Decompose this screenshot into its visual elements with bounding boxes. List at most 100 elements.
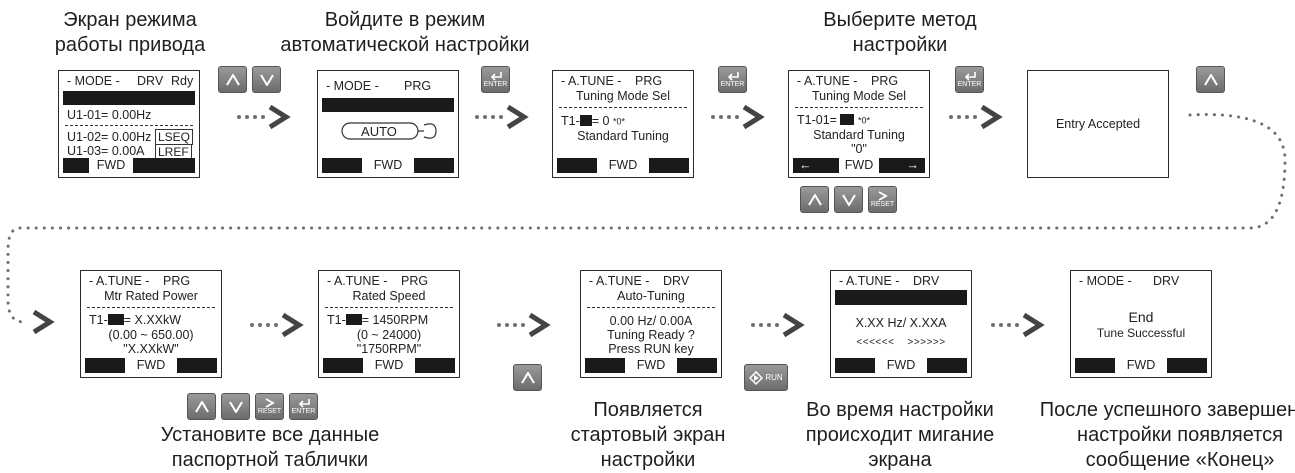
- lcd-divider: [325, 307, 453, 308]
- tune-successful-text: Tune Successful: [1096, 326, 1186, 340]
- up-key[interactable]: [187, 393, 216, 420]
- lcd-footer: FWD: [323, 358, 455, 373]
- down-key[interactable]: [834, 186, 863, 213]
- flow-arrow-icon: [949, 104, 1003, 130]
- lcd-footer: FWD: [85, 358, 217, 373]
- caption-line: Установите все данные: [160, 424, 380, 446]
- enter-key[interactable]: ENTER: [955, 66, 984, 93]
- caption-line: происходит мигание: [805, 424, 995, 446]
- caption-line: Войдите в режим: [324, 9, 486, 31]
- lcd-status: DRV: [663, 274, 690, 288]
- lcd-title: - A.TUNE -: [839, 274, 900, 288]
- enter-key[interactable]: ENTER: [718, 66, 747, 93]
- up-key[interactable]: [1196, 66, 1225, 93]
- caption-line: стартовый экран: [570, 424, 726, 446]
- end-text: End: [1128, 309, 1154, 325]
- caption-line: После успешного завершения: [1039, 399, 1295, 421]
- lcd-status: PRG: [163, 274, 191, 288]
- lcd-prg-mode: - MODE - PRG AUTO FWD: [317, 70, 459, 178]
- caption-line: Экран режима: [63, 9, 197, 31]
- up-key[interactable]: [800, 186, 829, 213]
- caption-drive-mode: Экран режима работы привода: [40, 8, 220, 58]
- lcd-status-ready: Rdy: [171, 74, 194, 88]
- lcd-status: DRV: [137, 74, 164, 88]
- run-icon: [749, 370, 764, 385]
- lcd-default: "1750RPM": [356, 342, 422, 356]
- up-arrow-icon: [807, 193, 822, 206]
- lcd-divider: [87, 307, 215, 308]
- lcd-footer: FWD: [557, 158, 689, 173]
- up-key[interactable]: [218, 66, 247, 93]
- lcd-line: U1-03= 0.00A: [67, 144, 145, 158]
- param-cursor: [579, 115, 592, 126]
- lcd-range: (0 ~ 24000): [356, 328, 422, 342]
- lcd-footer: FWD: [322, 158, 454, 173]
- caption-select-method: Выберите метод настройки: [780, 8, 1020, 58]
- lcd-title: - A.TUNE -: [561, 74, 622, 88]
- param-code: T1-: [561, 114, 580, 128]
- param-cursor: [107, 314, 124, 325]
- run-key[interactable]: RUN: [744, 364, 788, 391]
- enter-key[interactable]: ENTER: [481, 66, 510, 93]
- down-key[interactable]: [221, 393, 250, 420]
- lcd-line: Press RUN key: [608, 342, 694, 356]
- left-arrow-icon: ←: [799, 158, 812, 172]
- caption-end-message: После успешного завершения настройки поя…: [1020, 398, 1295, 473]
- auto-label: AUTO: [361, 124, 397, 139]
- caption-line: настройки: [600, 449, 696, 471]
- lcd-value-code: "0": [851, 142, 867, 156]
- lcd-status: PRG: [404, 79, 432, 93]
- lcd-motor-rated-power: - A.TUNE - PRG Mtr Rated Power T1-= X.XX…: [80, 270, 222, 378]
- lcd-drive-mode: - MODE - DRV Rdy U1-01= 0.00Hz U1-02= 0.…: [58, 70, 200, 178]
- lcd-tuning-mode-edit: - A.TUNE - PRG Tuning Mode Sel T1-01= *0…: [788, 70, 930, 178]
- up-key[interactable]: [513, 364, 542, 391]
- enter-icon: [727, 72, 739, 81]
- lcd-divider: [65, 125, 193, 126]
- lcd-footer: FWD: [585, 358, 717, 373]
- reset-key[interactable]: RESET: [868, 186, 897, 213]
- lcd-title: - MODE -: [67, 74, 120, 88]
- lcd-subtitle: Rated Speed: [352, 289, 426, 303]
- caption-line: автоматической настройки: [280, 34, 530, 56]
- up-arrow-icon: [225, 73, 240, 86]
- caption-line: Появляется: [593, 399, 703, 421]
- lcd-line: Tuning Ready ?: [607, 328, 695, 342]
- caption-line: работы привода: [54, 34, 206, 56]
- lcd-subtitle: Mtr Rated Power: [104, 289, 198, 303]
- lcd-inverted-bar: [63, 91, 195, 105]
- lcd-divider: [795, 107, 923, 108]
- reset-key[interactable]: RESET: [255, 393, 284, 420]
- flow-arrow-icon: [497, 312, 551, 338]
- enter-icon: [298, 399, 310, 408]
- down-key[interactable]: [252, 66, 281, 93]
- default-flag: *0*: [612, 116, 625, 127]
- lcd-title: - A.TUNE -: [797, 74, 858, 88]
- caption-line: Выберите метод: [823, 9, 977, 31]
- down-arrow-icon: [259, 73, 274, 86]
- flow-arrow-icon: [250, 312, 304, 338]
- entry-accepted-text: Entry Accepted: [1055, 117, 1141, 131]
- lcd-line: 0.00 Hz/ 0.00A: [609, 314, 693, 328]
- default-flag: *0*: [857, 115, 870, 126]
- lcd-rated-speed: - A.TUNE - PRG Rated Speed T1-= 1450RPM …: [318, 270, 460, 378]
- param-code: T1-01=: [797, 113, 837, 127]
- down-arrow-icon: [228, 400, 243, 413]
- caption-set-nameplate: Установите все данные паспортной табличк…: [120, 423, 420, 473]
- enter-icon: [490, 72, 502, 81]
- lcd-title: - A.TUNE -: [89, 274, 150, 288]
- enter-icon: [964, 72, 976, 81]
- lcd-footer: FWD: [835, 358, 967, 373]
- lcd-auto-tuning-ready: - A.TUNE - DRV Auto-Tuning 0.00 Hz/ 0.00…: [580, 270, 722, 378]
- caption-line: паспортной таблички: [171, 449, 369, 471]
- param-code: T1-: [89, 313, 108, 327]
- caption-line: настройки: [852, 34, 948, 56]
- caption-enter-autotune: Войдите в режим автоматической настройки: [250, 8, 560, 58]
- lcd-status: DRV: [1153, 274, 1180, 288]
- down-arrow-icon: [841, 193, 856, 206]
- lcd-footer: FWD: [1075, 358, 1207, 373]
- enter-key[interactable]: ENTER: [289, 393, 318, 420]
- lcd-range: (0.00 ~ 650.00): [108, 328, 194, 342]
- lcd-title: - A.TUNE -: [589, 274, 650, 288]
- lcd-inverted-bar: [835, 290, 967, 305]
